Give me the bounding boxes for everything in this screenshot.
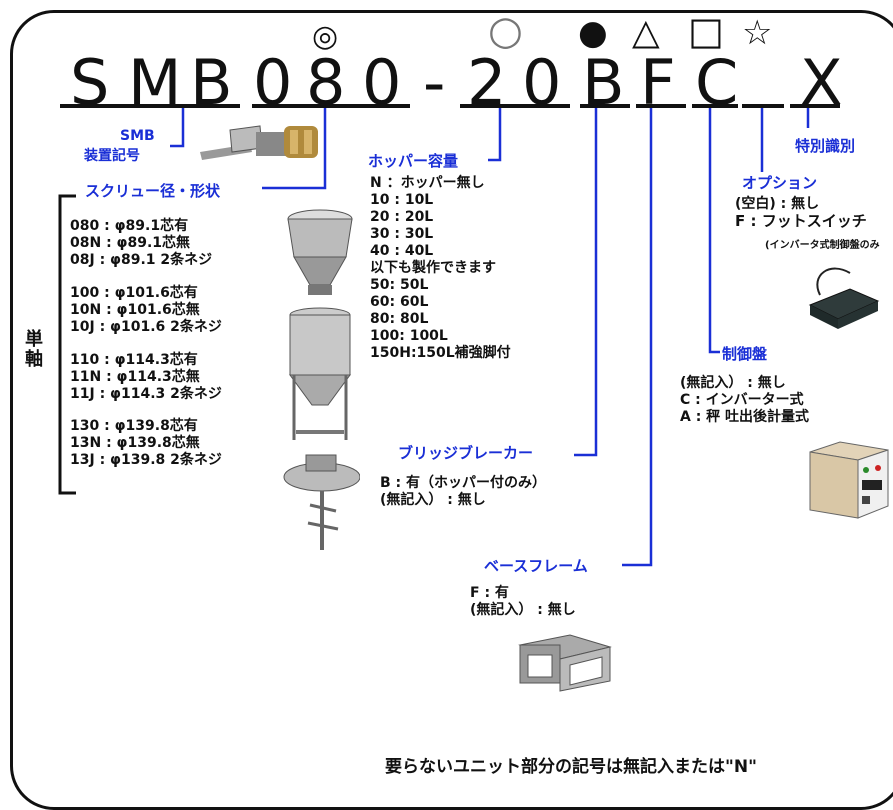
hopper-illustration xyxy=(283,209,360,550)
screw-item: 11J : φ114.3 2条ネジ xyxy=(70,386,222,402)
control-panel-image xyxy=(809,441,889,519)
option-list: (空白) : 無し F : フットスイッチ xyxy=(735,196,867,230)
hopper-item: 50: 50L xyxy=(370,277,429,293)
option-item: F : フットスイッチ xyxy=(735,212,867,230)
screw-item: 08J : φ89.1 2条ネジ xyxy=(70,252,213,268)
screw-item: 110 : φ114.3芯有 xyxy=(70,352,198,368)
option-note: (インバータ式制御盤のみ xyxy=(765,240,880,251)
single-axis-label: 単軸 xyxy=(25,329,43,370)
footer-note: 要らないユニット部分の記号は無記入または"N" xyxy=(385,757,757,777)
screw-item: 08N : φ89.1芯無 xyxy=(70,235,191,251)
screw-item: 130 : φ139.8芯有 xyxy=(70,418,198,434)
code-char-dash: - xyxy=(423,46,446,119)
bridge-item: (無記入） : 無し xyxy=(380,492,486,508)
code-char-base: F xyxy=(640,46,676,119)
hopper-list: N ：ホッパー無し 10 : 10L 20 : 20L 30 : 30L 40 … xyxy=(370,175,511,362)
bridge-list: B : 有（ホッパー付のみ） (無記入） : 無し xyxy=(380,475,546,509)
screw-item: 10J : φ101.6 2条ネジ xyxy=(70,319,222,335)
base-item: F : 有 xyxy=(470,585,509,601)
code-char-8: 8 xyxy=(306,46,346,119)
code-char-m: M xyxy=(128,46,182,119)
code-char-control: C xyxy=(695,46,739,119)
screw-item: 13J : φ139.8 2条ネジ xyxy=(70,452,222,468)
base-label: ベースフレーム xyxy=(484,557,588,575)
base-item: (無記入） : 無し xyxy=(470,602,576,618)
hopper-item: N ：ホッパー無し xyxy=(370,175,485,191)
hopper-label: ホッパー容量 xyxy=(368,152,459,170)
hopper-item: 10 : 10L xyxy=(370,192,434,208)
hopper-item: 80: 80L xyxy=(370,311,429,327)
code-char-0b: 0 xyxy=(362,46,402,119)
screw-item: 100 : φ101.6芯有 xyxy=(70,285,198,301)
control-label: 制御盤 xyxy=(722,345,768,363)
double-circle-symbol: ◎ xyxy=(312,19,339,54)
bridge-item: B : 有（ホッパー付のみ） xyxy=(380,475,547,491)
base-list: F : 有 (無記入） : 無し xyxy=(470,585,576,619)
code-char-bridge: B xyxy=(582,46,625,119)
screw-group-080: 080 : φ89.1芯有 08N : φ89.1芯無 08J : φ89.1 … xyxy=(70,218,212,269)
hopper-item: 30 : 30L xyxy=(370,226,434,242)
control-list: (無記入） : 無し C : インバーター式 A : 秤 吐出後計量式 xyxy=(680,375,809,426)
code-char-s: S xyxy=(70,46,110,119)
screw-group-110: 110 : φ114.3芯有 11N : φ114.3芯無 11J : φ114… xyxy=(70,352,222,403)
foot-switch-image xyxy=(808,267,880,329)
option-item: (空白) : 無し xyxy=(735,196,820,212)
code-char-b: B xyxy=(190,46,233,119)
screw-group-130: 130 : φ139.8芯有 13N : φ139.8芯無 13J : φ139… xyxy=(70,418,222,469)
bridge-label: ブリッジブレーカー xyxy=(398,444,534,462)
screw-group-100: 100 : φ101.6芯有 10N : φ101.6芯無 10J : φ101… xyxy=(70,285,222,336)
screw-item: 11N : φ114.3芯無 xyxy=(70,369,200,385)
code-char-0c: 0 xyxy=(522,46,562,119)
screw-item: 080 : φ89.1芯有 xyxy=(70,218,189,234)
filled-circle-symbol: ● xyxy=(578,13,608,53)
hopper-item: 60: 60L xyxy=(370,294,429,310)
hopper-item: 100: 100L xyxy=(370,328,448,344)
control-item: (無記入） : 無し xyxy=(680,375,786,391)
hopper-item: 150H:150L補強脚付 xyxy=(370,345,511,361)
control-item: A : 秤 吐出後計量式 xyxy=(680,409,810,425)
code-char-special: X xyxy=(800,46,843,119)
hopper-item: 40 : 40L xyxy=(370,243,434,259)
screw-item: 10N : φ101.6芯無 xyxy=(70,302,200,318)
hopper-item: 20 : 20L xyxy=(370,209,434,225)
screw-item: 13N : φ139.8芯無 xyxy=(70,435,200,451)
square-symbol: □ xyxy=(688,9,724,53)
control-item: C : インバーター式 xyxy=(680,392,804,408)
option-label: オプション xyxy=(742,174,818,192)
star-symbol: ☆ xyxy=(742,13,773,53)
code-char-0a: 0 xyxy=(253,46,293,119)
special-label: 特別識別 xyxy=(795,137,856,155)
screw-feeder-image xyxy=(200,125,318,160)
connector-lines xyxy=(58,104,840,567)
smb-label: SMB xyxy=(120,128,155,144)
hopper-item: 以下も製作できます xyxy=(370,260,496,276)
code-char-2: 2 xyxy=(467,46,507,119)
base-frame-image xyxy=(518,634,612,692)
screw-label: スクリュー径・形状 xyxy=(85,182,221,200)
triangle-symbol: △ xyxy=(632,12,660,53)
circle-symbol: ○ xyxy=(488,8,523,54)
device-symbol-label: 装置記号 xyxy=(84,148,140,164)
